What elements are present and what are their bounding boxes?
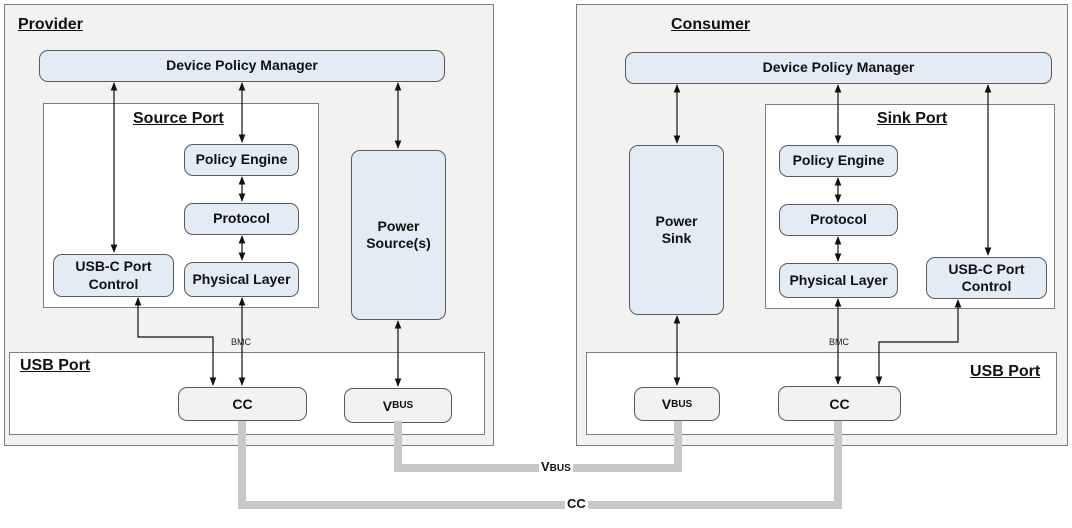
cc-wire <box>238 421 842 509</box>
vbus-wire <box>394 421 682 472</box>
consumer-cc-pin: CC <box>778 386 901 421</box>
provider-cc-pin: CC <box>178 387 307 421</box>
power-sources-label-line2: Source(s) <box>366 235 431 251</box>
consumer-policy-engine: Policy Engine <box>779 145 898 177</box>
provider-policy-engine: Policy Engine <box>184 144 299 176</box>
consumer-physical-layer: Physical Layer <box>779 263 898 298</box>
power-sources-box: Power Source(s) <box>351 150 446 320</box>
consumer-vbus-v: V <box>661 396 672 412</box>
consumer-device-policy-manager: Device Policy Manager <box>625 52 1052 84</box>
provider-physical-layer: Physical Layer <box>184 262 299 297</box>
consumer-vbus-sub: BUS <box>671 398 693 410</box>
consumer-usb-c-port-control: USB-C Port Control <box>926 257 1047 299</box>
provider-title: Provider <box>18 16 83 33</box>
provider-usb-port-title: USB Port <box>20 357 91 374</box>
sink-port-title: Sink Port <box>877 110 948 127</box>
provider-device-policy-manager: Device Policy Manager <box>39 50 445 82</box>
cable-vbus-label: VBUS <box>539 459 573 474</box>
provider-usbc-label-line1: USB-C Port <box>75 258 152 274</box>
consumer-protocol: Protocol <box>779 204 898 236</box>
cable-wires <box>238 421 842 509</box>
cable-vbus-sub: BUS <box>549 463 571 474</box>
provider-arrow-usbc-cc <box>134 297 217 386</box>
cable-cc-label: CC <box>565 496 588 511</box>
provider-vbus-v: V <box>382 397 393 414</box>
provider-usbc-label-line2: Control <box>88 275 139 292</box>
provider-vbus-sub: BUS <box>392 400 414 411</box>
provider-usb-c-port-control: USB-C Port Control <box>53 254 174 297</box>
provider-protocol: Protocol <box>184 203 299 235</box>
power-sources-label-line1: Power <box>377 217 420 234</box>
consumer-arrow-usbc-cc <box>875 299 962 385</box>
cable-vbus-v: V <box>541 459 550 474</box>
source-port-title: Source Port <box>133 110 224 127</box>
consumer-usbc-label-line2: Control <box>961 278 1012 294</box>
power-sink-label-line2: Sink <box>661 230 692 246</box>
consumer-title: Consumer <box>671 16 751 33</box>
power-sink-label-line1: Power <box>655 212 698 229</box>
consumer-usbc-label-line1: USB-C Port <box>948 260 1025 277</box>
power-sink-box: Power Sink <box>629 145 724 315</box>
consumer-usb-port-title: USB Port <box>970 363 1041 380</box>
